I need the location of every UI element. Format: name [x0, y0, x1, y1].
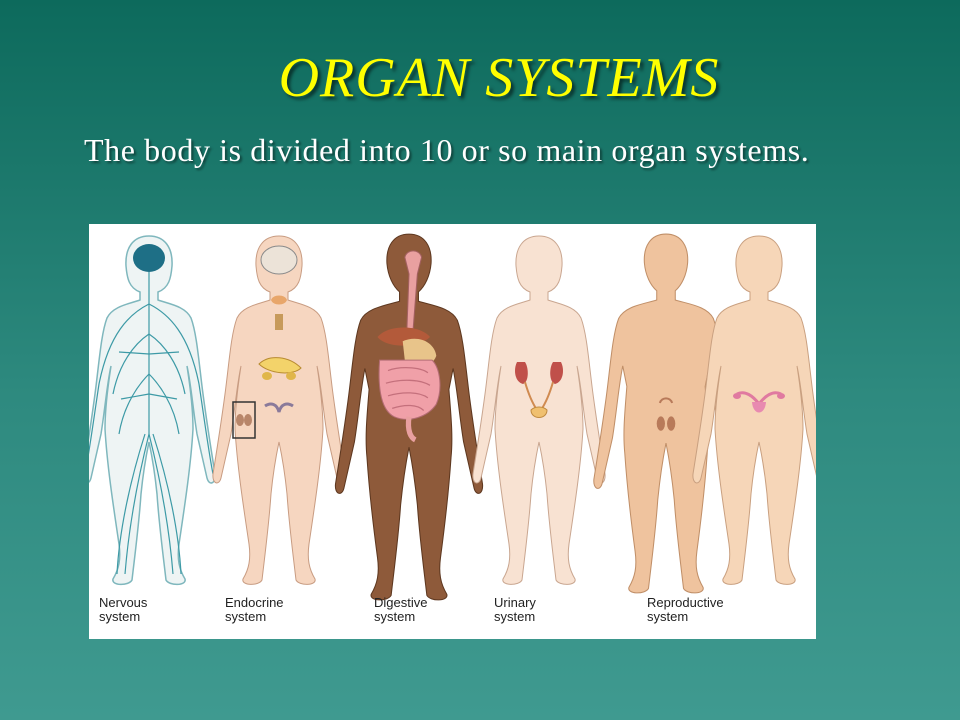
slide-body-text: The body is divided into 10 or so main o…: [84, 132, 810, 168]
caption-line: Nervous: [99, 595, 148, 610]
caption-line: system: [225, 609, 267, 624]
organ-systems-illustration: Nervous system Endocrine system Digestiv…: [89, 224, 816, 639]
reproductive-system-female-figure: [692, 235, 816, 585]
reproductive-system-male-figure: [593, 233, 739, 594]
caption-line: system: [494, 609, 536, 624]
caption-line: Endocrine: [225, 595, 284, 610]
slide-title: ORGAN SYSTEMS: [278, 47, 720, 109]
endocrine-system-figure: [212, 235, 346, 585]
caption-line: Digestive: [374, 595, 428, 610]
caption-line: system: [99, 609, 141, 624]
caption-endocrine-system: Endocrine system: [225, 596, 284, 624]
body-figures-svg: [89, 233, 816, 601]
caption-urinary-system: Urinary system: [494, 596, 536, 624]
nervous-system-figure: [89, 235, 216, 586]
urinary-system-figure: [472, 235, 606, 585]
caption-digestive-system: Digestive system: [374, 596, 427, 624]
caption-reproductive-system: Reproductive system: [647, 596, 724, 624]
caption-nervous-system: Nervous system: [99, 596, 147, 624]
caption-line: Urinary: [494, 595, 536, 610]
caption-line: system: [374, 609, 416, 624]
digestive-system-figure: [334, 233, 484, 601]
caption-line: system: [647, 609, 689, 624]
caption-line: Reproductive: [647, 595, 724, 610]
